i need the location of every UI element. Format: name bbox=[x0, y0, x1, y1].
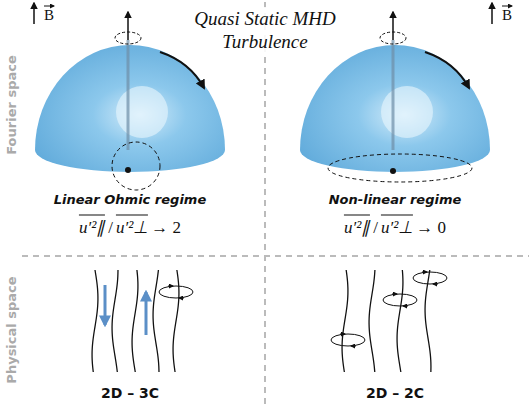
formula-part: / bbox=[108, 218, 113, 238]
formula-part: / bbox=[373, 218, 378, 238]
row-label: Physical space bbox=[4, 276, 19, 383]
ratio-formula: u′²∥/u′²⊥→ 0 bbox=[344, 215, 446, 238]
formula-part: → 0 bbox=[416, 218, 446, 238]
field-symbol: B bbox=[502, 7, 512, 24]
flow-arrow bbox=[145, 292, 148, 335]
formula-part: → 2 bbox=[151, 218, 181, 238]
field-line bbox=[153, 270, 159, 372]
vortex bbox=[383, 294, 417, 306]
vortex bbox=[331, 334, 365, 346]
title: Quasi Static MHD Turbulence bbox=[190, 7, 340, 53]
vortex bbox=[413, 272, 447, 284]
formula-part: u′²⊥ bbox=[116, 215, 148, 238]
field-line bbox=[132, 270, 138, 372]
vortex-arrow bbox=[168, 286, 173, 287]
vortex-arrow bbox=[340, 334, 345, 335]
regime-label: Non-linear regime bbox=[329, 192, 462, 207]
vortex-arrow bbox=[422, 272, 427, 273]
field-line bbox=[425, 270, 431, 372]
formula-part: u′²∥ bbox=[79, 215, 105, 238]
vortex-arrow bbox=[403, 306, 408, 307]
field-line bbox=[92, 270, 98, 372]
vortex-arrow bbox=[433, 284, 438, 285]
regime-label: Linear Ohmic regime bbox=[54, 192, 206, 207]
row-label: Fourier space bbox=[4, 55, 19, 155]
vortex-arrow bbox=[179, 298, 184, 299]
state-label: 2D – 3C bbox=[101, 385, 159, 401]
field-line bbox=[173, 270, 179, 372]
state-label: 2D – 2C bbox=[366, 385, 424, 401]
vortex bbox=[159, 286, 193, 298]
formula-part: u′²⊥ bbox=[381, 215, 413, 238]
field-symbol: B bbox=[44, 7, 54, 24]
vortex-arrow bbox=[351, 346, 356, 347]
ratio-formula: u′²∥/u′²⊥→ 2 bbox=[79, 215, 181, 238]
field-line bbox=[369, 270, 375, 372]
flow-arrow bbox=[104, 285, 107, 325]
field-line bbox=[397, 270, 403, 372]
field-line bbox=[112, 270, 118, 372]
formula-part: u′²∥ bbox=[344, 215, 370, 238]
field-line bbox=[342, 270, 348, 372]
vortex-arrow bbox=[392, 294, 397, 295]
